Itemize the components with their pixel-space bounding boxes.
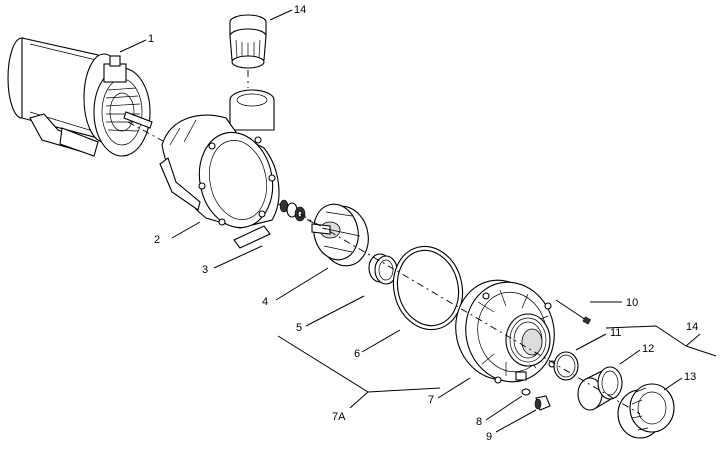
- screw: [555, 299, 592, 325]
- callout-2: 2: [154, 234, 160, 246]
- callout-13: 13: [684, 371, 696, 383]
- motor: [7, 37, 153, 157]
- callout-7: 7: [428, 394, 434, 406]
- callout-14-top: 14: [294, 4, 306, 16]
- callout-12: 12: [642, 343, 654, 355]
- shaft-seal: [279, 199, 306, 222]
- impeller: [311, 203, 369, 267]
- volute-o-ring: [392, 245, 464, 331]
- volute-cover: [455, 279, 556, 384]
- callout-7a: 7A: [332, 411, 346, 423]
- leader-lines: [119, 9, 717, 433]
- union-nut: [617, 383, 675, 439]
- callout-10: 10: [626, 297, 638, 309]
- drain-plug: [521, 388, 551, 411]
- callout-8: 8: [476, 416, 482, 428]
- callout-14-right: 14: [686, 321, 698, 333]
- pump-housing: [159, 89, 280, 229]
- callout-6: 6: [354, 348, 360, 360]
- callout-9: 9: [486, 431, 492, 443]
- callout-5: 5: [296, 322, 302, 334]
- port-o-ring: [553, 351, 579, 381]
- callout-1: 1: [148, 33, 154, 45]
- tailpiece: [577, 366, 623, 411]
- callout-4: 4: [262, 296, 268, 308]
- callout-11: 11: [610, 327, 621, 339]
- union-fitting-top: [229, 14, 267, 69]
- callout-3: 3: [202, 264, 208, 276]
